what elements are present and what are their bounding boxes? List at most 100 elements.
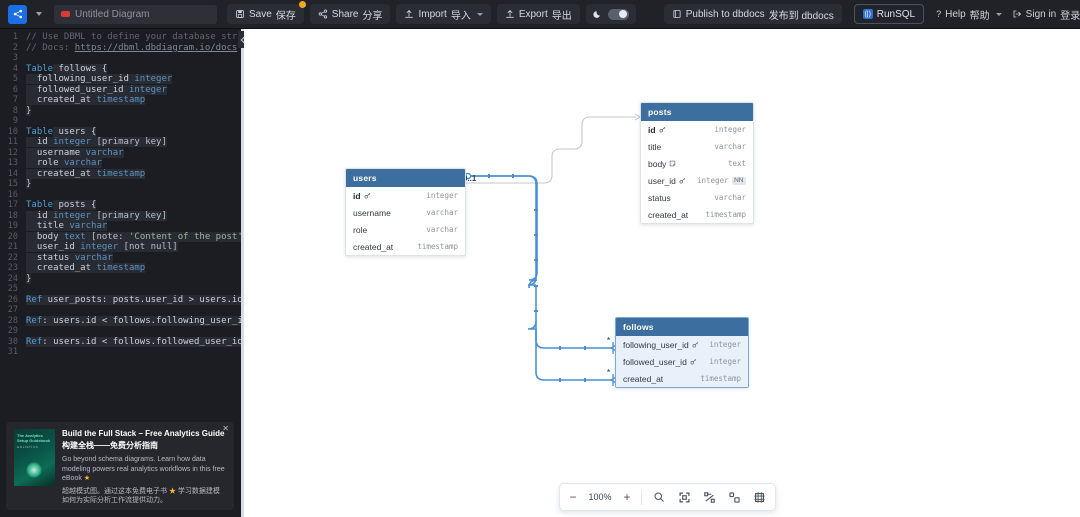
- run-sql-button[interactable]: (|) RunSQL: [853, 4, 925, 24]
- code-token: [primary key]: [91, 210, 167, 221]
- zoom-search-button[interactable]: [651, 489, 667, 505]
- share-button[interactable]: Share 分享: [309, 4, 391, 24]
- theme-toggle[interactable]: [585, 4, 636, 24]
- code-line: 24}: [0, 273, 241, 285]
- field-name: user_id: [648, 176, 686, 186]
- panel-divider[interactable]: [241, 29, 244, 517]
- cardinality-label-users-posts: 0..1: [463, 174, 477, 183]
- zoom-out-button[interactable]: −: [569, 490, 577, 504]
- promo-body-zh: 超越模式图。通过这本免费电子书 ★ 学习数据建模如何为实际分析工作流提供动力。: [62, 487, 226, 506]
- app-logo[interactable]: [8, 4, 27, 24]
- publish-to-dbdocs-button[interactable]: Publish to dbdocs 发布到 dbdocs: [663, 4, 842, 24]
- field-type-group: varchar: [426, 225, 458, 234]
- help-label-en: Help: [945, 8, 966, 20]
- field-type-group: integer: [714, 125, 746, 134]
- field-name: role: [353, 225, 367, 235]
- code-line: 7 created_at timestamp: [0, 95, 241, 106]
- sign-in-icon: [1013, 10, 1021, 18]
- question-mark-icon: ?: [936, 9, 942, 19]
- code-text: body text [note: 'Content of the post']: [26, 231, 241, 243]
- code-text: role varchar: [26, 158, 102, 169]
- code-token: user_id: [26, 242, 81, 252]
- field-type: integer: [709, 340, 741, 349]
- code-token: timestamp: [96, 263, 146, 273]
- link-icon: [692, 341, 699, 348]
- field-type: varchar: [426, 208, 458, 217]
- share-label-zh: 分享: [362, 10, 383, 22]
- promo-body-zh-2: 学习数据建模如何为实际分析工作流提供动力。: [62, 487, 220, 505]
- field-name: followed_user_id: [623, 357, 697, 367]
- field-type-group: timestamp: [705, 210, 746, 219]
- code-line: 2// Docs: https://dbml.dbdiagram.io/docs: [0, 43, 241, 54]
- code-token: created_at: [26, 168, 97, 179]
- code-token: [note:: [85, 231, 129, 242]
- field-type: timestamp: [705, 210, 746, 219]
- code-token: following_user_id: [26, 74, 135, 84]
- code-line: 20 body text [note: 'Content of the post…: [0, 231, 241, 243]
- sign-in-label-zh: 登录: [1060, 10, 1080, 22]
- toggle-relationships-button[interactable]: [701, 489, 717, 505]
- line-number: 30: [7, 336, 18, 347]
- relationship-users-follows-following[interactable]: [464, 172, 617, 354]
- field-name-text: id: [353, 190, 361, 201]
- save-label-en: Save: [249, 8, 272, 20]
- diagram-status-icon: [61, 11, 70, 17]
- export-button[interactable]: Export 导出: [496, 4, 580, 24]
- table-header[interactable]: users: [346, 169, 465, 187]
- code-line: 15}: [0, 179, 241, 190]
- import-icon: [405, 10, 414, 18]
- arrange-tables-button[interactable]: [726, 489, 742, 505]
- collapse-editor-button[interactable]: [238, 31, 247, 48]
- relationship-users-posts[interactable]: [466, 113, 641, 184]
- save-button[interactable]: Save 保存: [227, 1, 306, 24]
- import-button[interactable]: Import 导入: [396, 4, 491, 24]
- sign-in-button[interactable]: Sign in 登录: [1012, 7, 1080, 22]
- line-number: 18: [7, 210, 18, 221]
- code-text: Ref user_posts: posts.user_id > users.id…: [26, 294, 241, 306]
- relationship-users-follows-followed[interactable]: [527, 320, 617, 386]
- zoom-in-button[interactable]: +: [623, 490, 631, 504]
- share-network-icon: [13, 9, 22, 19]
- code-line: 14 created_at timestamp: [0, 168, 241, 180]
- code-line: 12 username varchar: [0, 147, 241, 159]
- field-name-text: followed_user_id: [623, 356, 687, 367]
- code-token: body: [26, 231, 64, 242]
- code-text: created_at timestamp: [26, 95, 146, 106]
- field-type-group: integer: [709, 340, 741, 349]
- toggle-grid-button[interactable]: [751, 489, 767, 505]
- code-lines: 1// Use DBML to define your database str…: [0, 29, 241, 358]
- table-header[interactable]: follows: [616, 318, 748, 336]
- field-name-text: body: [648, 158, 667, 169]
- table-header[interactable]: posts: [641, 103, 753, 121]
- fit-to-screen-button[interactable]: [676, 489, 692, 505]
- help-button[interactable]: ? Help 帮助: [936, 7, 1002, 22]
- close-icon[interactable]: ✕: [222, 424, 229, 433]
- code-token: posts {: [53, 200, 97, 210]
- diagram-title-field[interactable]: Untitled Diagram: [54, 4, 217, 24]
- line-number: 5: [12, 74, 18, 84]
- import-label-zh: 导入: [450, 10, 471, 22]
- line-number: 24: [7, 273, 18, 284]
- table-field-row[interactable]: role varchar: [346, 221, 465, 238]
- code-token: id: [26, 137, 54, 147]
- field-type: varchar: [714, 142, 746, 151]
- logo-chevron-down-icon[interactable]: [36, 12, 42, 16]
